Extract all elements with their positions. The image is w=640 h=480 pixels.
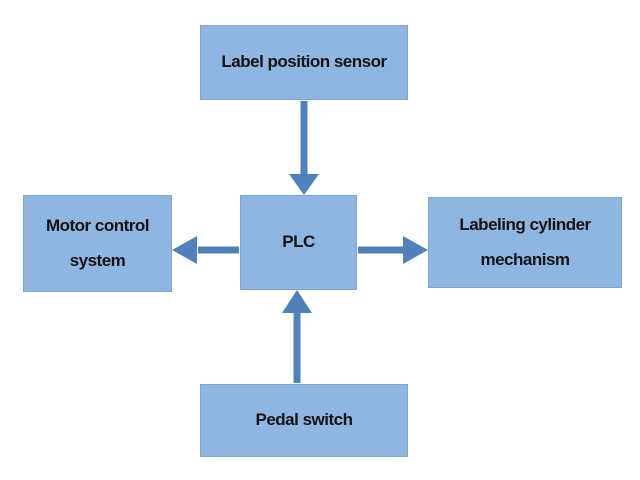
arrow-sensor-to-plc-icon xyxy=(289,101,319,195)
node-pedal-switch: Pedal switch xyxy=(200,384,408,457)
node-plc-label: PLC xyxy=(282,232,315,252)
node-pedal-switch-label: Pedal switch xyxy=(255,410,353,430)
arrow-pedal-to-plc-icon xyxy=(282,290,312,383)
node-label-position-sensor-label: Label position sensor xyxy=(221,52,387,72)
arrow-plc-to-motor-icon xyxy=(172,236,239,264)
arrow-plc-to-cylinder-icon xyxy=(358,236,428,264)
node-motor-control-system-label: Motor control system xyxy=(45,215,150,270)
node-label-position-sensor: Label position sensor xyxy=(200,25,408,100)
node-plc: PLC xyxy=(240,195,357,290)
node-labeling-cylinder-mechanism: Labeling cylinder mechanism xyxy=(428,197,622,288)
node-labeling-cylinder-mechanism-label: Labeling cylinder mechanism xyxy=(459,214,591,269)
node-motor-control-system: Motor control system xyxy=(23,195,172,292)
